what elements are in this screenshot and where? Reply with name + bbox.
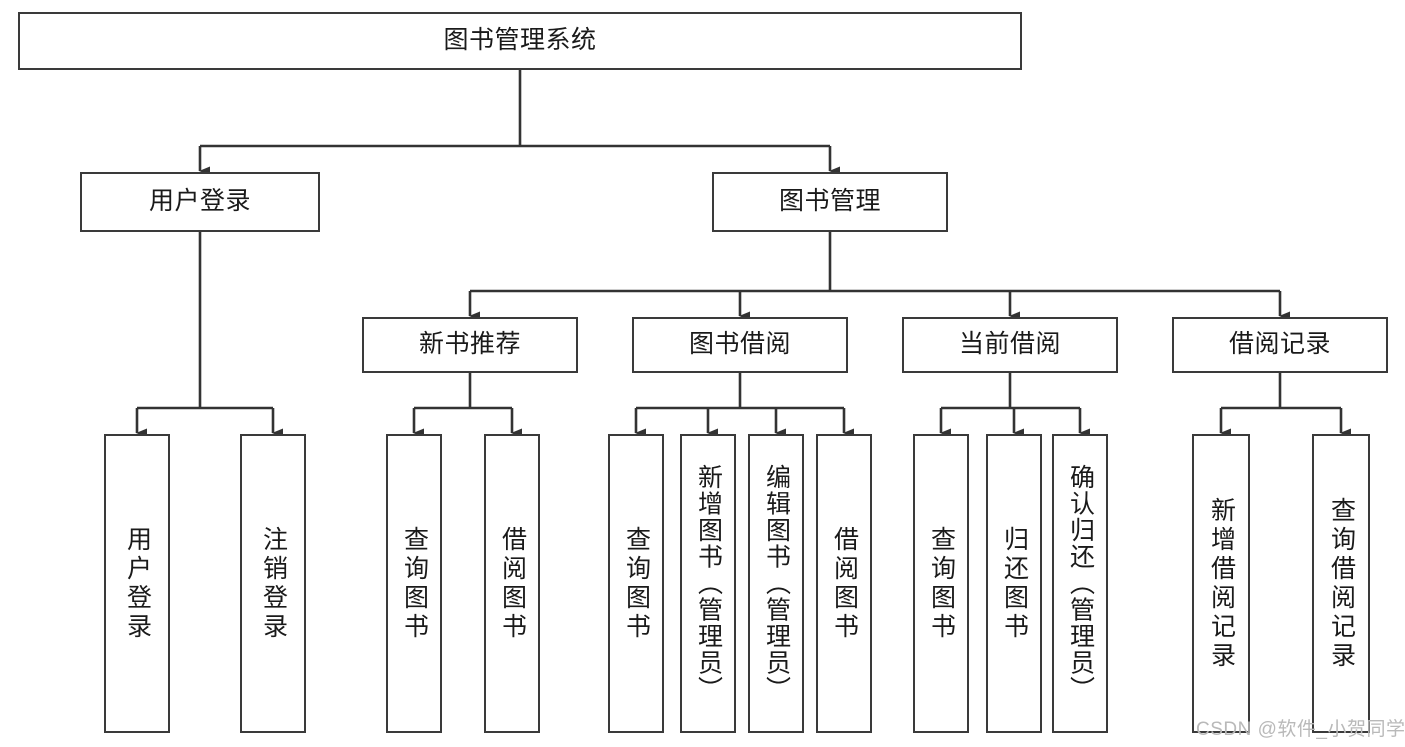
node-label: 借阅图书 <box>830 525 859 642</box>
node-book-borrow: 图书借阅 <box>632 317 848 373</box>
node-label: 查询图书 <box>927 525 956 642</box>
node-user-login: 用户登录 <box>80 172 320 232</box>
node-current-borrow: 当前借阅 <box>902 317 1118 373</box>
node-label: 图书借阅 <box>688 330 791 359</box>
csdn-watermark: CSDN @软件_小贺同学 <box>1196 719 1405 740</box>
node-label: 归还图书 <box>1000 525 1029 642</box>
node-leaf-query-book-2: 查询图书 <box>608 434 664 733</box>
node-label: 新增借阅记录 <box>1207 496 1236 671</box>
node-label: 注销登录 <box>259 525 288 642</box>
node-label: 新增图书（管理员） <box>694 464 723 703</box>
node-leaf-user-logout: 注销登录 <box>240 434 306 733</box>
node-label: 查询图书 <box>400 525 429 642</box>
node-leaf-add-book: 新增图书（管理员） <box>680 434 736 733</box>
node-label: 当前借阅 <box>958 330 1061 359</box>
node-label: 图书管理 <box>778 187 881 216</box>
node-label: 用户登录 <box>123 525 152 642</box>
node-leaf-edit-book: 编辑图书（管理员） <box>748 434 804 733</box>
node-leaf-borrow-book-2: 借阅图书 <box>816 434 872 733</box>
node-leaf-user-login: 用户登录 <box>104 434 170 733</box>
node-leaf-query-record: 查询借阅记录 <box>1312 434 1370 733</box>
node-label: 用户登录 <box>148 187 251 216</box>
node-label: 查询借阅记录 <box>1327 496 1356 671</box>
node-label: 图书管理系统 <box>443 26 597 55</box>
node-label: 查询图书 <box>622 525 651 642</box>
node-book-manage: 图书管理 <box>712 172 948 232</box>
node-leaf-return-book: 归还图书 <box>986 434 1042 733</box>
node-label: 借阅记录 <box>1228 330 1331 359</box>
node-borrow-record: 借阅记录 <box>1172 317 1388 373</box>
node-label: 确认归还（管理员） <box>1066 464 1095 703</box>
node-leaf-query-book-3: 查询图书 <box>913 434 969 733</box>
node-leaf-borrow-book-1: 借阅图书 <box>484 434 540 733</box>
node-label: 编辑图书（管理员） <box>762 464 791 703</box>
node-label: 新书推荐 <box>418 330 521 359</box>
node-leaf-confirm-return: 确认归还（管理员） <box>1052 434 1108 733</box>
node-leaf-add-record: 新增借阅记录 <box>1192 434 1250 733</box>
node-label: 借阅图书 <box>498 525 527 642</box>
node-new-book-rec: 新书推荐 <box>362 317 578 373</box>
node-leaf-query-book-1: 查询图书 <box>386 434 442 733</box>
node-root: 图书管理系统 <box>18 12 1022 70</box>
